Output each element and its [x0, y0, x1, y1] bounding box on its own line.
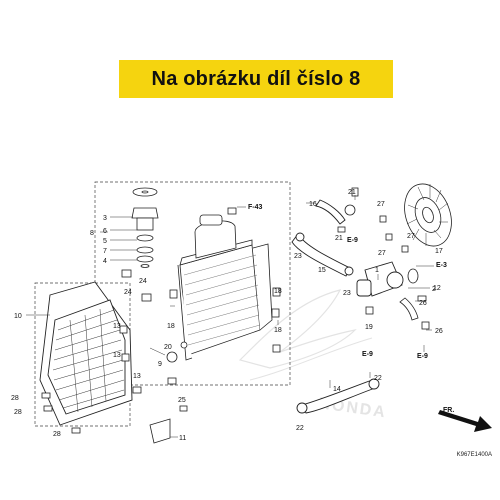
part-label: 22 — [374, 375, 382, 382]
part-label: 5 — [103, 238, 107, 245]
part-label: 21 — [348, 189, 356, 196]
radiator-fins — [183, 254, 261, 346]
part-label: 27 — [377, 201, 385, 208]
part-label: 20 — [164, 344, 172, 351]
part-label: 2 — [432, 286, 436, 293]
diagram-reference-code: K967E1400A — [456, 452, 492, 458]
part-label: 24 — [139, 278, 147, 285]
part-label: 1 — [375, 267, 379, 274]
bracket — [149, 418, 171, 444]
part-label: 28 — [14, 409, 22, 416]
part-label: 14 — [333, 386, 341, 393]
banner-title: Na obrázku díl číslo 8 — [151, 67, 361, 90]
hose-clamp — [344, 204, 356, 216]
small-hose — [399, 297, 419, 321]
part-label: 13 — [113, 352, 121, 359]
cross-ref-f43: F-43 — [248, 204, 263, 211]
part-label: 9 — [158, 361, 162, 368]
part-label: 23 — [294, 253, 302, 260]
part-label: 18 — [167, 323, 175, 330]
part-label: 15 — [318, 267, 326, 274]
part-label: 12 — [433, 285, 441, 292]
part-label: 11 — [179, 435, 186, 442]
cover-grille — [52, 308, 125, 413]
part-label: 25 — [178, 397, 186, 404]
part-number-labels: 1 2 3 4 5 6 7 8 9 10 11 12 13 13 13 14 1… — [11, 189, 443, 442]
part-label: 17 — [435, 248, 443, 255]
part-label: 6 — [103, 228, 107, 235]
leader-lines — [26, 195, 434, 438]
radiator-core — [177, 214, 273, 361]
upper-hose — [291, 232, 354, 277]
part-label: 27 — [378, 250, 386, 257]
cross-ref-e9-top: E-9 — [347, 237, 358, 244]
fasteners — [41, 187, 430, 434]
forward-direction-arrow — [438, 410, 492, 432]
part-label: 26 — [435, 328, 443, 335]
part-label: 22 — [296, 425, 304, 432]
part-label: 3 — [103, 215, 107, 222]
fan-blades — [406, 184, 449, 246]
cap-assembly-box — [94, 181, 291, 386]
cooling-fan — [404, 183, 452, 247]
part-label: 8 — [90, 230, 94, 237]
part-label: 28 — [53, 431, 61, 438]
part-label: 18 — [274, 327, 282, 334]
part-label: 7 — [103, 248, 107, 255]
part-label: 4 — [103, 258, 107, 265]
thermostat-housing — [356, 261, 404, 297]
cross-ref-e3: E-3 — [436, 262, 447, 269]
part-label: 21 — [335, 235, 343, 242]
part-label: 24 — [124, 289, 132, 296]
part-label: 26 — [419, 300, 427, 307]
part-label: 10 — [14, 313, 22, 320]
part-label: 13 — [113, 323, 121, 330]
part-label: 16 — [309, 201, 317, 208]
part-label: 13 — [133, 373, 141, 380]
cross-ref-e9-right: E-9 — [417, 353, 428, 360]
part-label: 18 — [274, 288, 282, 295]
o-ring — [407, 268, 419, 284]
direction-marker-label: FR. — [443, 407, 454, 414]
title-banner: Na obrázku díl číslo 8 — [119, 60, 393, 98]
bypass-hose — [315, 199, 346, 225]
cross-ref-e9-lower: E-9 — [362, 351, 373, 358]
part-label: 28 — [11, 395, 19, 402]
part-label: 27 — [407, 233, 415, 240]
part-label: 23 — [343, 290, 351, 297]
lower-hose — [296, 378, 380, 414]
radiator-cap — [131, 187, 159, 268]
part-label: 19 — [365, 324, 373, 331]
